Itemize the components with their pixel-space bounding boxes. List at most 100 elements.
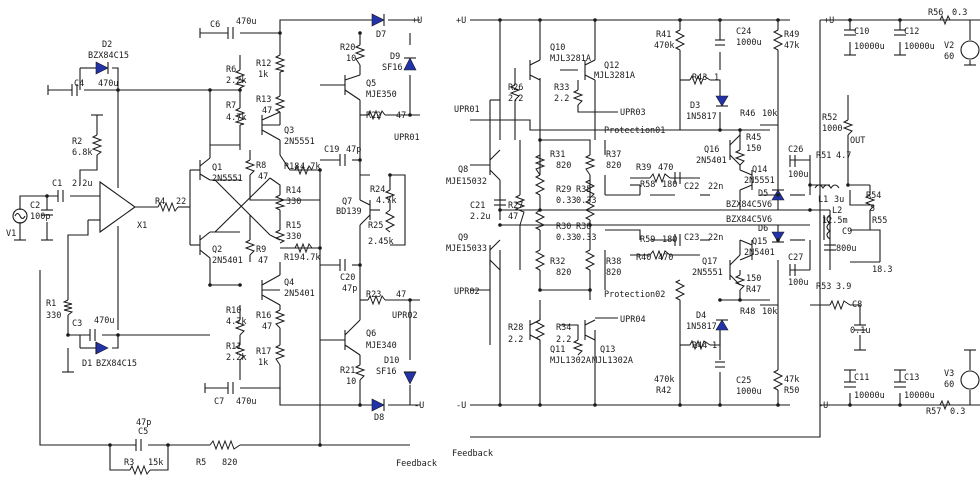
label-r12: R12: [256, 59, 271, 69]
label-r4: R4: [155, 197, 165, 207]
label-c5-value: 47p: [136, 418, 151, 428]
label-d10: D10: [384, 356, 399, 366]
label-v3-value: 60: [944, 380, 954, 390]
label-c20-value: 47p: [342, 284, 357, 294]
label-r33: R33: [554, 83, 569, 93]
label-c20: C20: [340, 273, 355, 283]
label-r52-value: 1000: [822, 124, 842, 134]
label-d1: D1: [82, 359, 92, 369]
label-q4: Q4: [284, 278, 294, 288]
label-r9-value: 47: [258, 256, 268, 266]
label-upr01-left: UPR01: [394, 133, 420, 143]
label-r2: R2: [72, 137, 82, 147]
label-q13-value: MJL1302A: [592, 356, 633, 366]
label-r36-value: 0.33: [576, 233, 596, 243]
label-q5-value: MJE350: [366, 90, 397, 100]
label-r49: R49: [784, 30, 799, 40]
label-r27: R27: [508, 201, 523, 211]
label-r43-value: 1: [714, 73, 719, 83]
label-protection02: Protection02: [604, 290, 665, 300]
label-r10: R10: [226, 306, 241, 316]
label-r41: R41: [656, 30, 671, 40]
label-r8-value: 47: [258, 172, 268, 182]
label-c8: C8: [852, 300, 862, 310]
label-l2: L2: [832, 206, 842, 216]
label-r32-value: 820: [556, 268, 571, 278]
label-c3: C3: [72, 319, 82, 329]
label-q7: Q7: [342, 197, 352, 207]
label-r5: R5: [196, 458, 206, 468]
label-c8-value: 0.1u: [850, 326, 870, 336]
label-r56-value: 0.3: [952, 8, 967, 18]
label-c6: C6: [210, 20, 220, 30]
right-wiring: [470, 19, 980, 438]
label-r26: R26: [508, 83, 523, 93]
label-r11-value: 2.2k: [226, 353, 246, 363]
label-r57: R57: [926, 407, 941, 417]
label-r40: R40: [636, 253, 651, 263]
label-r38: R38: [606, 257, 621, 267]
label-q16-value: 2N5401: [696, 156, 727, 166]
label-x1: X1: [137, 221, 147, 231]
label-r20-value: 10: [346, 54, 356, 64]
label-c12-value: 10000u: [904, 42, 935, 52]
label-r47-value: 150: [746, 274, 761, 284]
label-q7-value: BD139: [336, 207, 362, 217]
label-r42: R42: [656, 386, 671, 396]
label-r9: R9: [256, 245, 266, 255]
label-upr04: UPR04: [620, 315, 646, 325]
label-q11: Q11: [550, 345, 565, 355]
label-upr03: UPR03: [620, 108, 646, 118]
label-r44: R44: [692, 341, 707, 351]
label-r37: R37: [606, 150, 621, 160]
label-c2: C2: [30, 201, 40, 211]
label-r3: R3: [124, 458, 134, 468]
label-r45-value: 150: [746, 144, 761, 154]
label-q13: Q13: [600, 345, 615, 355]
label-q17-value: 2N5551: [692, 268, 723, 278]
label-q12: Q12: [604, 61, 619, 71]
label-c3-value: 470u: [94, 316, 114, 326]
label-r55-value: 18.3: [872, 265, 892, 275]
label-r15-value: 330: [286, 232, 301, 242]
label-l1-value: 3u: [834, 195, 844, 205]
label-r24: R24: [370, 185, 385, 195]
label-r23-value: 47: [396, 290, 406, 300]
label-q1: Q1: [212, 163, 222, 173]
label-d3-value: 1N5817: [686, 112, 717, 122]
label-c9: C9: [842, 227, 852, 237]
label-r12-value: 1k: [258, 70, 268, 80]
label-r3-value: 15k: [148, 458, 163, 468]
left-labels: C6 470u D2 BZX84C15 C4 470u R2 6.8k C1 2…: [6, 16, 437, 469]
label-r11: R11: [226, 342, 241, 352]
label-c5: C5: [138, 427, 148, 437]
label-r47: R47: [746, 285, 761, 295]
label-r24-value: 4.7k: [376, 196, 396, 206]
label-r13: R13: [256, 95, 271, 105]
label-d6: D6: [758, 224, 768, 234]
label-r1: R1: [46, 299, 56, 309]
label-feedback-right: Feedback: [452, 449, 493, 459]
label-d3: D3: [690, 101, 700, 111]
label-v3: V3: [944, 369, 954, 379]
label-plus-u: +U: [412, 16, 422, 26]
label-r51-value: 4.7: [836, 151, 851, 161]
label-r18-value: 4.7k: [300, 162, 320, 172]
label-minus-u-right: -U: [456, 401, 466, 411]
label-r39-value: 470: [658, 163, 673, 173]
label-r58: R58: [640, 180, 655, 190]
label-r15: R15: [286, 221, 301, 231]
label-r14-value: 330: [286, 197, 301, 207]
label-r32: R32: [550, 257, 565, 267]
label-q3-value: 2N5551: [284, 137, 315, 147]
label-q2: Q2: [212, 245, 222, 255]
label-r54-value: 5: [870, 204, 875, 214]
label-d4: D4: [696, 311, 706, 321]
label-r27-value: 47: [508, 212, 518, 222]
label-r34: R34: [556, 323, 571, 333]
label-r52: R52: [822, 113, 837, 123]
label-v2-value: 60: [944, 52, 954, 62]
label-l2-value: 12.5m: [822, 216, 848, 226]
label-r16-value: 47: [262, 322, 272, 332]
